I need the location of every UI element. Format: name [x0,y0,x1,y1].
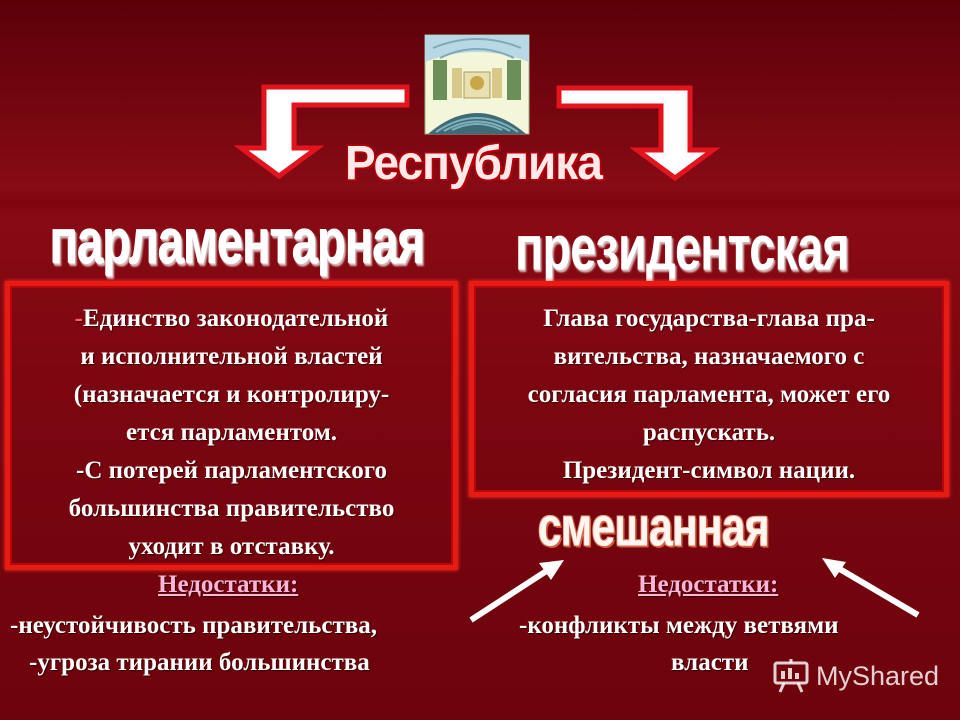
parliamentary-line: -Единство законодательной [26,300,437,338]
arrow-left-to-mixed [469,560,564,623]
presentation-board-icon [773,659,809,693]
parliament-hall-icon [424,34,530,135]
arrow-to-parliamentary [233,84,410,180]
presidential-line: вительства, назначаемого с [553,343,865,370]
parliamentary-disadvantages-title: Недостатки: [158,571,299,598]
parliamentary-line: и исполнительной властей [80,343,383,370]
presidential-line: распускать. [642,419,776,446]
parliamentary-line: большинства правительство [68,495,395,522]
background-bottom [0,200,960,720]
parliamentary-line: (назначается и контролиру- [73,381,390,408]
parliamentary-disadvantage-item: -угроза тирании большинства [29,649,370,676]
presidential-line: Глава государства-глава пра- [543,305,875,332]
title-presidential: президентская [515,213,850,284]
background-stripe [0,188,960,218]
watermark-logo[interactable]: MyShared [772,654,952,698]
presidential-line: Президент-символ нации. [562,457,856,484]
parliamentary-disadvantage-item: -неустойчивость правительства, [10,612,378,639]
title-mixed: смешанная [538,497,770,558]
arrow-to-presidential [556,85,721,182]
presidential-description-box: Глава государства-глава пра- вительства,… [469,281,949,497]
presidential-disadvantages-title: Недостатки: [638,571,779,598]
title-republic: Республика [345,134,603,190]
watermark-text: MyShared [816,660,940,691]
presidential-line: согласия парламента, может его [527,381,891,408]
presidential-disadvantage-item: власти [671,649,749,676]
parliamentary-line: -С потерей парламентского [76,457,387,484]
line-text: Единство законодательной [83,305,389,332]
line-dash: - [74,305,83,332]
presidential-disadvantage-item: -конфликты между ветвями [519,612,839,639]
parliamentary-description-box: -Единство законодательной и исполнительн… [5,281,458,570]
arrow-right-to-mixed [822,558,920,618]
parliamentary-line: уходит в отставку. [128,533,335,560]
parliamentary-line: ется парламентом. [125,419,338,446]
title-parliamentary: парламентарная [50,207,425,278]
